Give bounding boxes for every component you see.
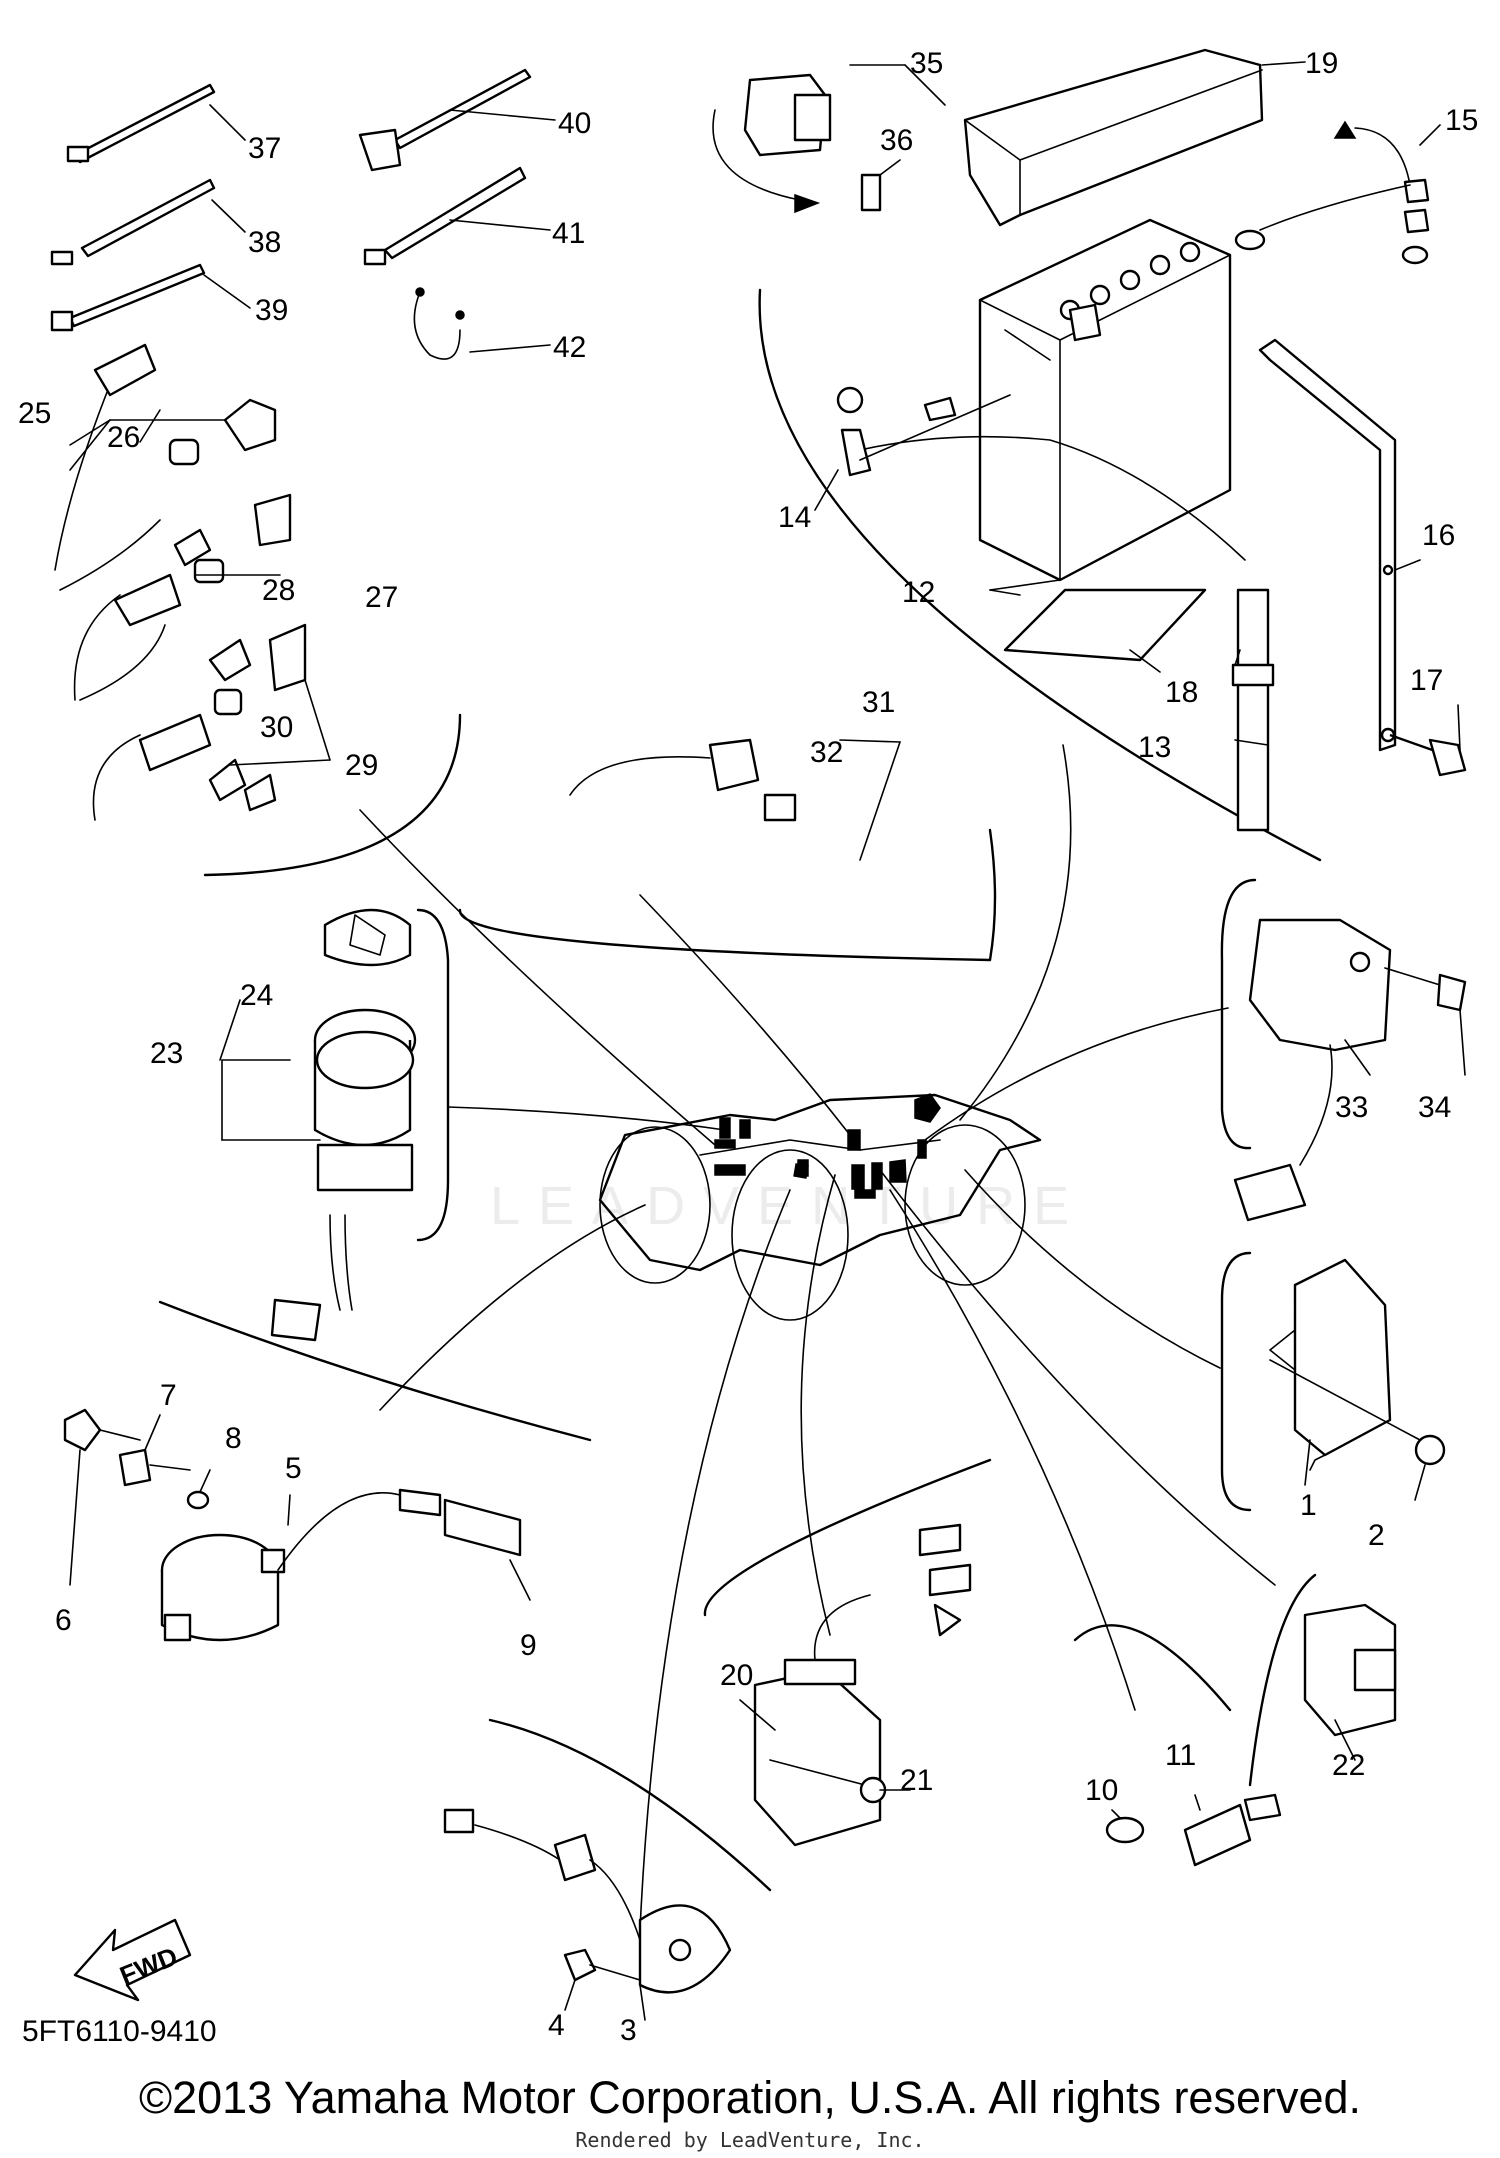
callout-5: 5 (285, 1452, 302, 1485)
callout-30: 30 (260, 711, 293, 744)
callout-27: 27 (365, 581, 398, 614)
plug-cap-9 (443, 1498, 531, 1601)
battery-12 (978, 218, 1232, 591)
callout-16: 16 (1422, 519, 1455, 552)
battery-band-16 (1258, 338, 1421, 752)
fwd-arrow-icon: FWD (73, 1918, 192, 2002)
main-switch-23 (221, 908, 417, 1342)
callout-22: 22 (1332, 1749, 1365, 1782)
pickup-coil-3 (443, 1808, 732, 2021)
battery-breather-hose-13 (859, 435, 1275, 832)
callout-20: 20 (720, 1659, 753, 1692)
callout-39: 39 (255, 294, 288, 327)
exploded-view-diagram: FWD 1 2 3 4 5 6 7 8 9 10 11 12 13 14 15 … (18, 47, 1478, 2047)
bolt-7 (118, 1414, 191, 1487)
callout-3: 3 (620, 2014, 637, 2047)
neutral-switch-11 (1183, 1793, 1282, 1867)
rectifier-33 (1233, 918, 1392, 1222)
callout-34: 34 (1418, 1091, 1451, 1124)
callout-9: 9 (520, 1629, 537, 1662)
callout-17: 17 (1410, 664, 1443, 697)
group-brackets (158, 288, 1322, 1892)
callout-13: 13 (1138, 731, 1171, 764)
battery-lead-15 (1234, 120, 1441, 265)
bolt-6 (63, 1408, 141, 1586)
callout-6: 6 (55, 1604, 72, 1637)
copyright-notice: ©2013 Yamaha Motor Corporation, U.S.A. A… (138, 2072, 1362, 2123)
spark-plug-cap-set (54, 343, 331, 821)
callout-10: 10 (1085, 1774, 1118, 1807)
cdi-unit-1 (1269, 1258, 1392, 1486)
diagram-part-code: 5FT6110-9410 (22, 2015, 217, 2048)
callout-11: 11 (1165, 1739, 1196, 1772)
screw-21 (769, 1759, 911, 1804)
bolt-17 (1389, 704, 1467, 777)
connector-31-32 (569, 738, 901, 861)
screw-2 (1269, 1359, 1446, 1501)
watermark: LEADVENTURE (490, 1176, 1088, 1236)
cable-tie-40 (358, 68, 532, 172)
callout-19: 19 (1305, 47, 1338, 80)
callout-37: 37 (248, 132, 281, 165)
bolt-4 (563, 1948, 641, 2011)
callout-36: 36 (880, 124, 913, 157)
rendered-by-notice: Rendered by LeadVenture, Inc. (575, 2128, 925, 2152)
callout-33: 33 (1335, 1091, 1368, 1124)
cable-tie-39 (50, 263, 206, 332)
callout-21: 21 (900, 1764, 933, 1797)
callout-numbers: 1 2 3 4 5 6 7 8 9 10 11 12 13 14 15 16 1… (18, 47, 1478, 2047)
callout-35: 35 (910, 47, 943, 80)
clip-wire-42 (413, 287, 465, 360)
callout-32: 32 (810, 736, 843, 769)
callout-leaders (139, 104, 1241, 1061)
callout-8: 8 (225, 1422, 242, 1455)
cable-tie-41 (363, 166, 527, 266)
callout-26: 26 (107, 421, 140, 454)
ignition-coil-5 (160, 1488, 442, 1642)
callout-7: 7 (160, 1379, 177, 1412)
callout-1: 1 (1300, 1489, 1317, 1522)
callout-15: 15 (1445, 104, 1478, 137)
callout-14: 14 (778, 501, 811, 534)
callout-23: 23 (150, 1037, 183, 1070)
callout-25: 25 (18, 397, 51, 430)
atv-silhouette (598, 1093, 1042, 1321)
callout-42: 42 (553, 331, 586, 364)
callout-4: 4 (548, 2009, 565, 2042)
battery-lead-14 (814, 386, 1011, 511)
callout-18: 18 (1165, 676, 1198, 709)
callout-38: 38 (248, 226, 281, 259)
callout-12: 12 (902, 576, 935, 609)
cable-tie-38 (50, 178, 216, 266)
rectifier-regulator-20 (739, 1523, 972, 1847)
washer-10 (1105, 1809, 1145, 1844)
fuse-36 (860, 159, 901, 212)
cable-tie-37 (66, 83, 216, 164)
washer-8 (186, 1469, 211, 1510)
rubber-pad-18 (1003, 588, 1207, 673)
callout-2: 2 (1368, 1519, 1385, 1552)
callout-28: 28 (262, 574, 295, 607)
relay-cover-22 (1303, 1603, 1397, 1761)
callout-24: 24 (240, 979, 273, 1012)
relay-35 (712, 64, 946, 214)
bolt-34 (1384, 967, 1467, 1076)
battery-cover-19 (963, 48, 1306, 227)
callout-29: 29 (345, 749, 378, 782)
callout-41: 41 (552, 217, 585, 250)
callout-31: 31 (862, 686, 895, 719)
leader-curves (359, 744, 1276, 1931)
callout-40: 40 (558, 107, 591, 140)
